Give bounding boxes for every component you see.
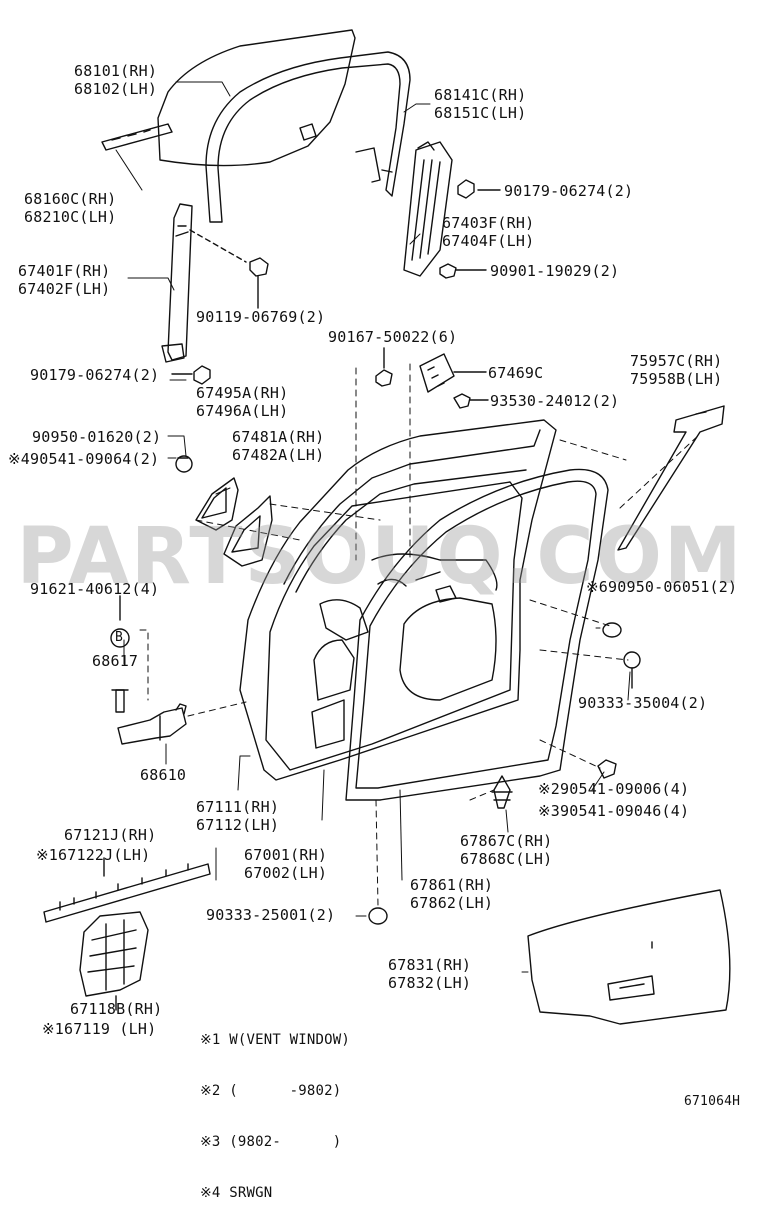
door-weatherstrip [345,468,609,801]
label-68101: 68101(RH)68102(LH) [74,62,158,98]
label-68617: 68617 [92,652,139,670]
diagram-drawing [43,29,731,1025]
label-90333-35004: 90333-35004(2) [578,694,708,712]
panel-67118 [79,911,149,1011]
badge-b-shape [110,628,130,648]
watermark: PARTSOUQ.COM [16,512,744,602]
label-67867c: 67867C(RH)67868C(LH) [460,832,553,868]
label-67495a: 67495A(RH)67496A(LH) [196,384,289,420]
door-glass [157,29,356,167]
cover-75957 [617,405,725,551]
label-90541-09064: ※490541-09064(2) [8,450,160,468]
leader-lines [115,81,631,973]
note-1: ※1 W(VENT WINDOW) [200,1032,350,1048]
glass-run-channel [205,51,411,223]
label-67403f: 67403F(RH)67404F(LH) [442,214,535,250]
strip-67121 [43,857,211,923]
label-67121j-rh: 67121J(RH) [64,826,157,844]
film-67831 [527,889,731,1025]
fastener-90901 [439,263,487,279]
label-90119-06769: 90119-06769(2) [196,308,326,326]
label-90541-09006: ※290541-09006(4) [538,780,690,798]
plug-90541-left [175,455,193,473]
label-67469c: 67469C [488,364,544,382]
dashed-guides [139,363,701,907]
part-67469c [419,353,487,393]
label-67118b-lh: ※167119 (LH) [42,1020,157,1038]
label-90167-50022: 90167-50022(6) [328,328,458,346]
label-68141c: 68141C(RH)68151C(LH) [434,86,527,122]
notes-list: ※1 W(VENT WINDOW) ※2 ( -9802) ※3 (9802- … [200,998,350,1219]
plug-90333-bottom [368,907,388,925]
fastener-90179-top [457,179,501,199]
diagram-code: 671064H [684,1094,741,1109]
bolt-93530 [453,393,489,409]
corner-piece-67495 [195,477,239,531]
label-67121j-lh: ※167122J(LH) [36,846,151,864]
note-4: ※4 SRWGN [200,1185,273,1201]
window-regulator [403,141,453,277]
plug-90541-right [597,759,617,779]
bolt-90179-left [171,365,211,385]
label-67831: 67831(RH)67832(LH) [388,956,472,992]
note-2: ※2 ( -9802) [200,1083,342,1099]
label-75957c: 75957C(RH)75958B(LH) [630,352,723,388]
label-90541-09046: ※390541-09046(4) [538,802,690,820]
plug-90950-right [602,622,622,638]
label-68160c: 68160C(RH)68210C(LH) [24,190,117,226]
clip-67867 [491,775,513,809]
screw-90167 [375,347,393,387]
label-90333-25001: 90333-25001(2) [206,906,336,924]
label-90179-06274-left: 90179-06274(2) [30,366,160,384]
label-67118b-rh: 67118B(RH) [70,1000,163,1018]
note-3: ※3 (9802- ) [200,1134,342,1150]
plug-90333-right [623,651,641,689]
label-93530-24012: 93530-24012(2) [490,392,620,410]
label-90950-01620: 90950-01620(2) [32,428,162,446]
label-67861: 67861(RH)67862(LH) [410,876,494,912]
bolt-91621 [111,595,129,713]
label-67111: 67111(RH)67112(LH) [196,798,280,834]
label-90901-19029: 90901-19029(2) [490,262,620,280]
parts-diagram: PARTSOUQ.COM 68101(RH)68102(LH) 68141C(R… [8,29,744,1201]
division-bar [161,203,247,363]
label-90950-06051: ※690950-06051(2) [586,578,738,596]
bolt-90119 [249,257,269,309]
label-90179-06274-top: 90179-06274(2) [504,182,634,200]
label-67001: 67001(RH)67002(LH) [244,846,328,882]
label-67481a: 67481A(RH)67482A(LH) [232,428,325,464]
label-68610: 68610 [140,766,187,784]
corner-piece-67481 [223,495,273,567]
rear-channel [101,123,173,151]
door-hinge [117,703,187,745]
door-body [239,419,557,781]
label-91621-40612: 91621-40612(4) [30,580,160,598]
badge-b-letter: B [115,630,124,645]
label-67401f: 67401F(RH)67402F(LH) [18,262,111,298]
